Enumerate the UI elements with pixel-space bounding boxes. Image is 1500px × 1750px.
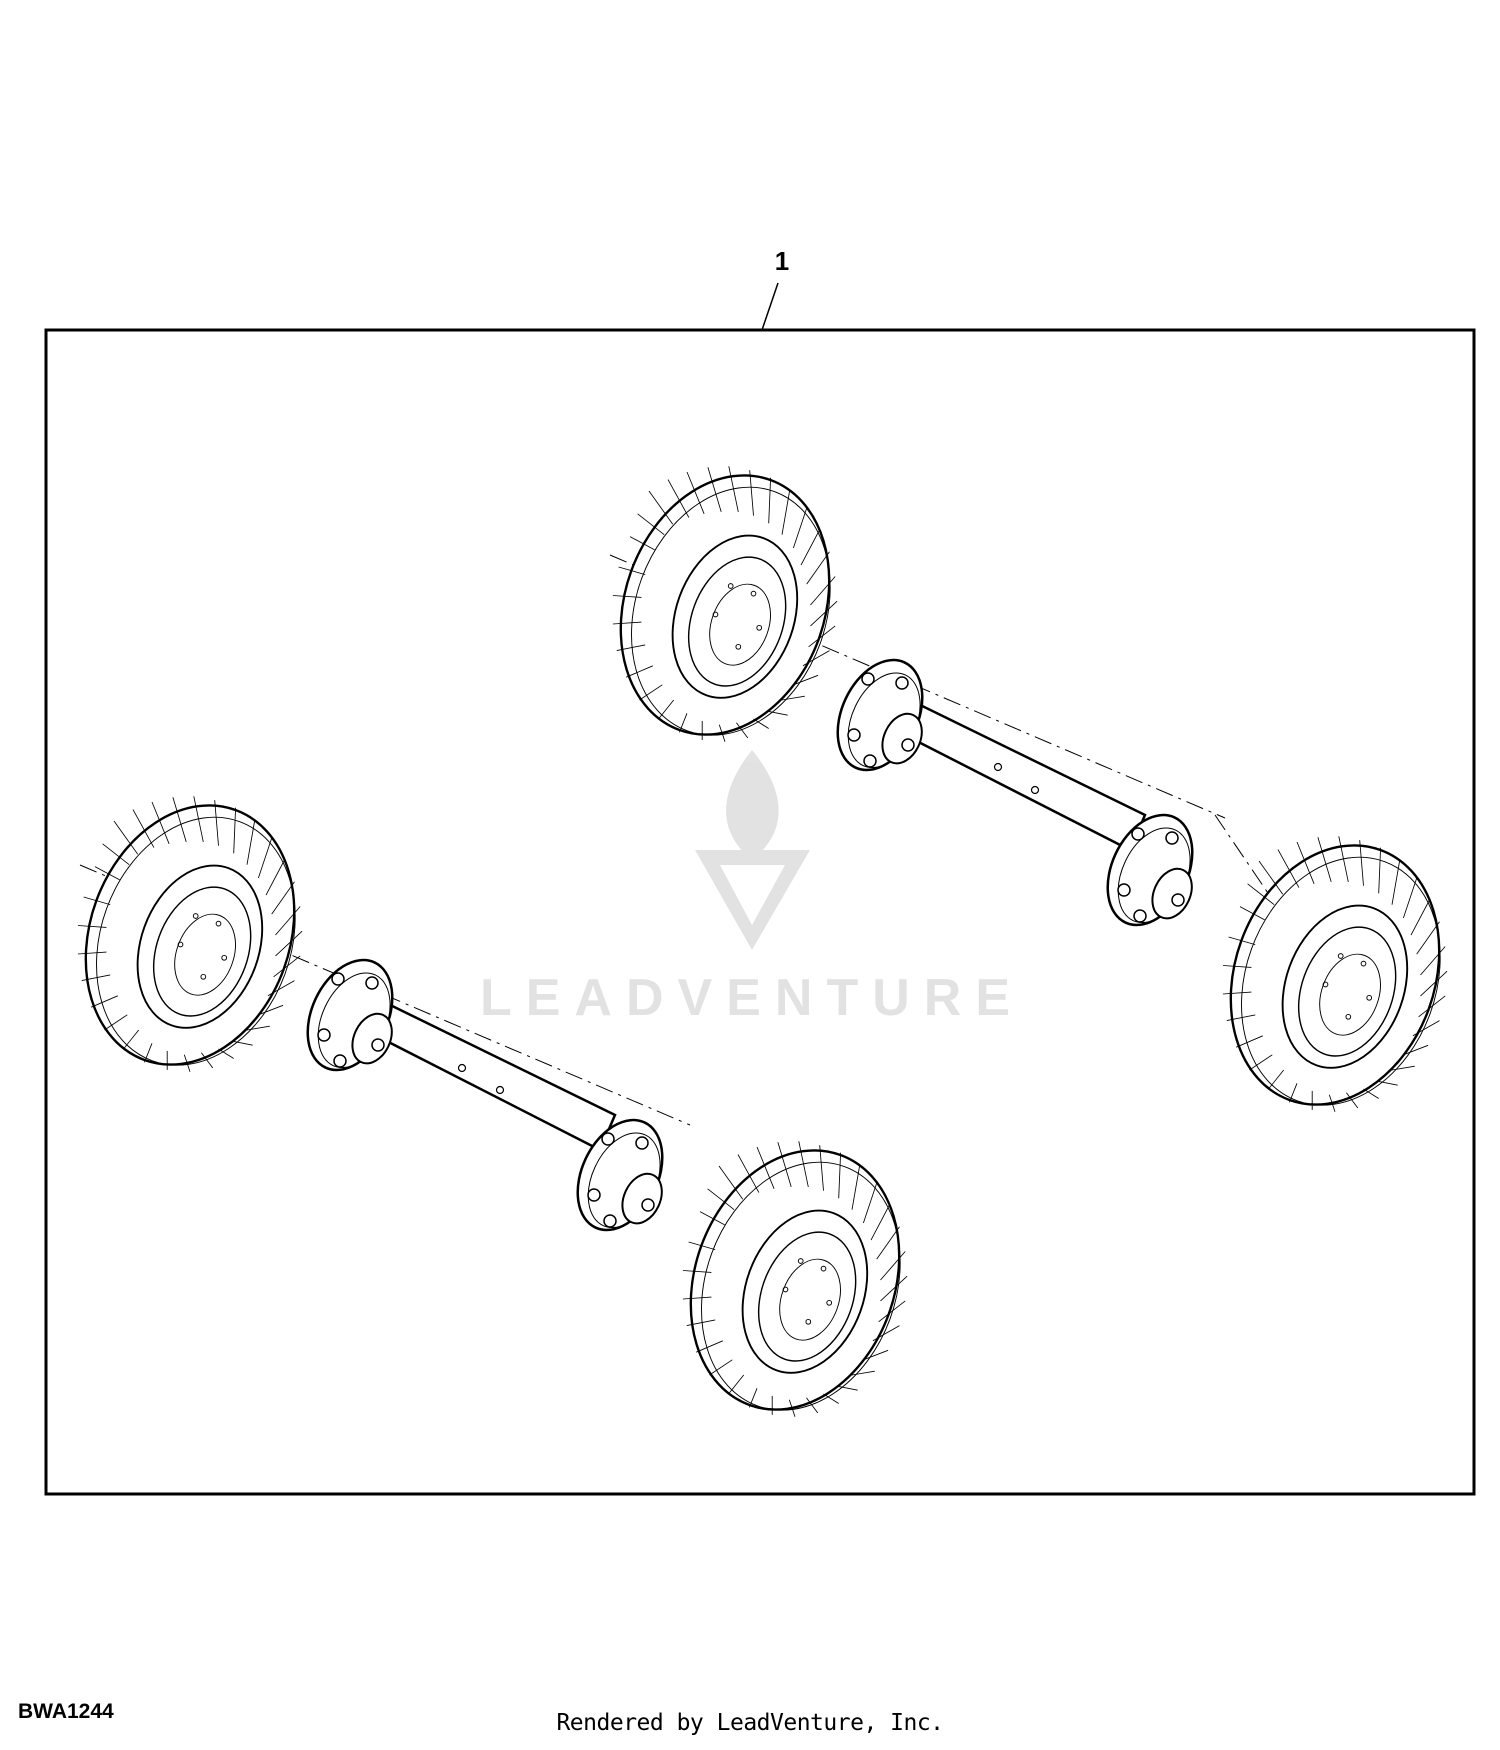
hub-inner [819,645,941,785]
tire-upper-left [584,444,866,766]
figure-code: BWA1244 [18,1700,114,1723]
axle-assembly-lower [49,774,936,1441]
tire-upper-right [1194,814,1476,1136]
callout-number: 1 [775,246,789,276]
axle-assembly-upper [584,444,1476,1136]
watermark-text: LEADVENTURE [480,969,1024,1027]
flame-icon [726,750,779,860]
hub-inner [289,945,411,1085]
tire-lower-right [654,1119,936,1441]
watermark: LEADVENTURE [480,750,1024,1027]
diagram-frame [44,328,1476,1496]
tire-lower-left [49,774,331,1096]
axle-shaft [893,698,1147,852]
rendered-by-footer: Rendered by LeadVenture, Inc. [556,1710,944,1736]
v-logo-icon [695,850,810,950]
callout-leader-line [761,282,779,331]
